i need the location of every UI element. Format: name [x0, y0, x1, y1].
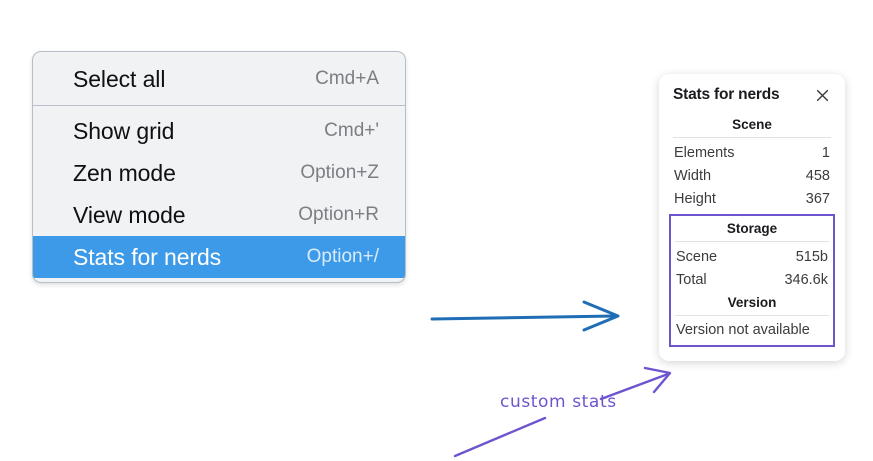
menu-item-label: Select all	[73, 65, 166, 92]
menu-item-zen-mode[interactable]: Zen mode Option+Z	[33, 152, 405, 194]
stats-row-key: Height	[674, 190, 716, 207]
menu-item-view-mode[interactable]: View mode Option+R	[33, 194, 405, 236]
purple-tail-line	[453, 416, 547, 458]
blue-arrow	[430, 300, 620, 332]
stats-for-nerds-panel[interactable]: Stats for nerds Scene Elements 1 Width 4…	[659, 74, 845, 361]
stats-row-height: Height 367	[673, 187, 831, 210]
section-divider	[673, 137, 831, 138]
menu-item-label: Zen mode	[73, 159, 176, 186]
stats-row-key: Elements	[674, 144, 735, 161]
stats-row-key: Total	[676, 272, 707, 288]
stats-row-storage-scene: Scene 515b	[675, 245, 829, 268]
stats-section-version: Version Version not available	[675, 292, 829, 341]
menu-group-1: Select all Cmd+A	[33, 52, 405, 105]
menu-item-shortcut: Option+R	[298, 204, 379, 225]
menu-group-2: Show grid Cmd+' Zen mode Option+Z View m…	[33, 106, 405, 282]
stats-row-value: 458	[805, 167, 830, 184]
stats-row-key: Scene	[676, 248, 718, 265]
menu-item-shortcut: Option+/	[306, 246, 379, 267]
stats-row-width: Width 458	[673, 164, 831, 187]
custom-stats-annotation: custom stats	[500, 392, 617, 412]
section-divider	[675, 314, 829, 316]
menu-item-shortcut: Cmd+'	[324, 120, 379, 141]
menu-item-shortcut: Cmd+A	[315, 68, 379, 89]
section-divider	[675, 241, 829, 243]
stats-row-key: Width	[674, 167, 712, 184]
menu-item-label: Stats for nerds	[73, 243, 222, 270]
custom-stats-region: Storage Scene 515b Total 346.6k Version …	[669, 214, 835, 347]
section-heading-version: Version	[727, 294, 777, 310]
menu-item-label: View mode	[73, 201, 186, 228]
stats-row-value: 515b	[795, 248, 828, 265]
menu-item-stats-for-nerds[interactable]: Stats for nerds Option+/	[33, 236, 405, 278]
stats-row-elements: Elements 1	[673, 141, 831, 164]
stats-section-scene: Scene Elements 1 Width 458 Height 367	[673, 114, 831, 210]
stats-row-storage-total: Total 346.6k	[675, 269, 829, 292]
context-menu[interactable]: Select all Cmd+A Show grid Cmd+' Zen mod…	[32, 51, 406, 283]
stats-panel-header: Stats for nerds	[673, 86, 831, 104]
menu-item-select-all[interactable]: Select all Cmd+A	[33, 58, 405, 100]
close-icon[interactable]	[813, 86, 831, 104]
stats-row-value: 346.6k	[784, 272, 828, 288]
section-heading-storage: Storage	[726, 221, 778, 237]
stats-section-storage: Storage Scene 515b Total 346.6k	[675, 218, 829, 291]
menu-item-shortcut: Option+Z	[300, 162, 379, 183]
menu-separator	[33, 105, 405, 106]
stats-panel-title: Stats for nerds	[673, 86, 780, 103]
stats-row-value: 367	[805, 190, 830, 207]
stats-row-value: 1	[821, 144, 830, 161]
menu-item-label: Show grid	[73, 117, 175, 144]
version-text: Version not available	[676, 321, 810, 338]
menu-item-show-grid[interactable]: Show grid Cmd+'	[33, 110, 405, 152]
section-heading-scene: Scene	[732, 117, 772, 132]
